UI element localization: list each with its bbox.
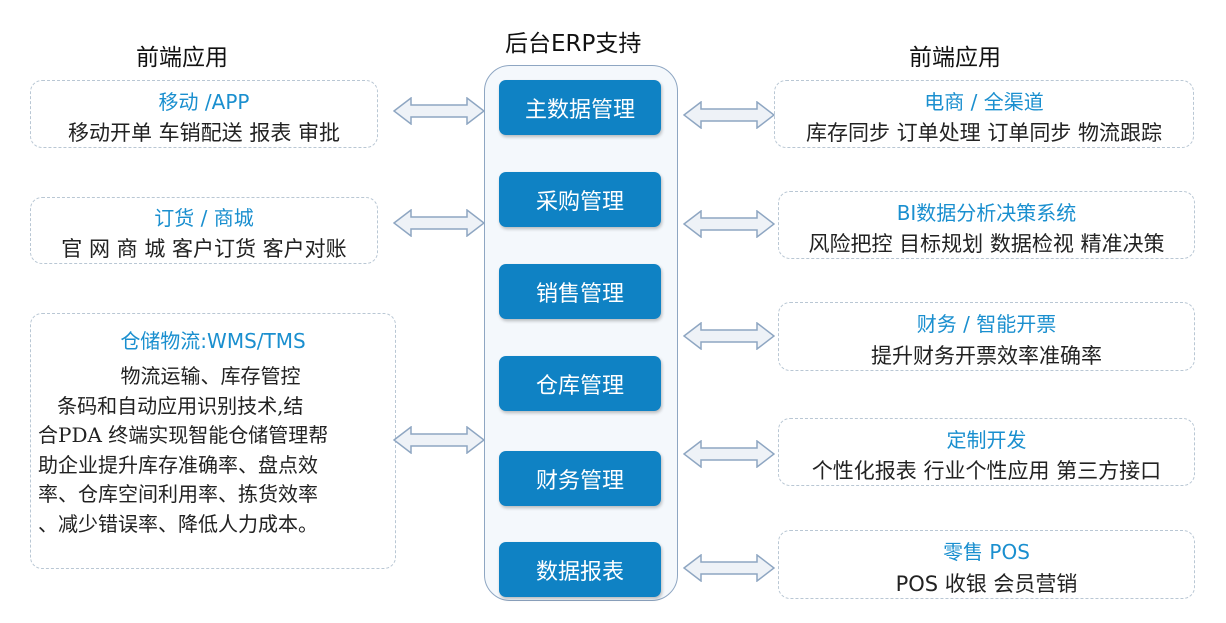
ecommerce-body: 库存同步 订单处理 订单同步 物流跟踪 [805,121,1163,145]
double-arrow-icon [393,426,485,454]
module-warehouse: 仓库管理 [499,356,661,411]
ecommerce-box: 电商 / 全渠道 库存同步 订单处理 订单同步 物流跟踪 [774,80,1194,148]
mobile-app-box: 移动 /APP 移动开单 车销配送 报表 审批 [30,80,378,148]
ecommerce-title: 电商 / 全渠道 [924,90,1044,114]
ordering-mall-box: 订货 / 商城 官 网 商 城 客户订货 客户对账 [30,197,378,264]
bi-box: BI数据分析决策系统 风险把控 目标规划 数据检视 精准决策 [778,191,1195,259]
module-sales: 销售管理 [499,264,661,319]
left-heading: 前端应用 [136,45,228,71]
custom-dev-body: 个性化报表 行业个性应用 第三方接口 [811,459,1162,483]
custom-dev-title: 定制开发 [946,428,1027,452]
wms-tms-body: 物流运输、库存管控 条码和自动应用识别技术,结 合PDA 终端实现智能仓储管理帮… [38,362,383,539]
wms-tms-line: 、减少错误率、降低人力成本。 [38,511,318,536]
double-arrow-icon [683,554,775,582]
module-reports: 数据报表 [499,542,661,597]
wms-tms-line: 助企业提升库存准确率、盘点效 [38,452,318,477]
double-arrow-icon [683,322,775,350]
mobile-app-title: 移动 /APP [158,90,250,114]
double-arrow-icon [393,209,485,237]
wms-tms-line: 合PDA 终端实现智能仓储管理帮 [38,423,329,447]
wms-tms-subtitle: 物流运输、库存管控 [120,364,301,388]
erp-core-container [484,65,678,601]
bi-body: 风险把控 目标规划 数据检视 精准决策 [808,232,1165,256]
retail-pos-body: POS 收银 会员营销 [895,572,1078,596]
ordering-mall-title: 订货 / 商城 [154,206,254,230]
retail-pos-title: 零售 POS [943,540,1030,564]
double-arrow-icon [683,210,775,238]
module-purchasing: 采购管理 [499,172,661,227]
module-master-data: 主数据管理 [499,80,661,135]
wms-tms-line: 条码和自动应用识别技术,结 [38,393,304,418]
finance-invoice-box: 财务 / 智能开票 提升财务开票效率准确率 [778,302,1195,371]
double-arrow-icon [393,97,485,125]
center-heading: 后台ERP支持 [505,31,642,57]
right-heading: 前端应用 [909,45,1001,71]
double-arrow-icon [683,440,775,468]
custom-dev-box: 定制开发 个性化报表 行业个性应用 第三方接口 [778,418,1195,486]
bi-title: BI数据分析决策系统 [896,201,1077,225]
finance-invoice-body: 提升财务开票效率准确率 [871,344,1102,368]
module-finance: 财务管理 [499,451,661,506]
mobile-app-body: 移动开单 车销配送 报表 审批 [67,121,341,145]
wms-tms-box: 仓储物流:WMS/TMS [30,313,396,569]
double-arrow-icon [683,101,775,129]
retail-pos-box: 零售 POS POS 收银 会员营销 [778,530,1195,599]
wms-tms-title: 仓储物流:WMS/TMS [120,329,306,353]
wms-tms-line: 率、仓库空间利用率、拣货效率 [38,482,318,506]
finance-invoice-title: 财务 / 智能开票 [916,312,1057,336]
ordering-mall-body: 官 网 商 城 客户订货 客户对账 [61,237,347,261]
